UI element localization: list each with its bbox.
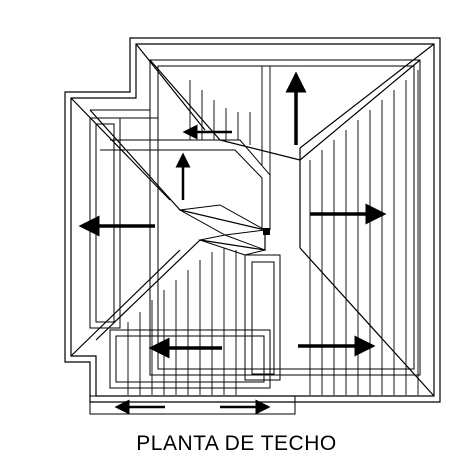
slope-arrows xyxy=(78,71,387,415)
rafter-lines xyxy=(127,66,419,395)
ridge-marker xyxy=(263,228,270,235)
eave-lines xyxy=(89,59,421,376)
hip-lines xyxy=(70,43,435,397)
valley-lines xyxy=(100,139,281,381)
roof-outline xyxy=(64,37,441,403)
drawing-title: PLANTA DE TECHO xyxy=(136,432,337,455)
